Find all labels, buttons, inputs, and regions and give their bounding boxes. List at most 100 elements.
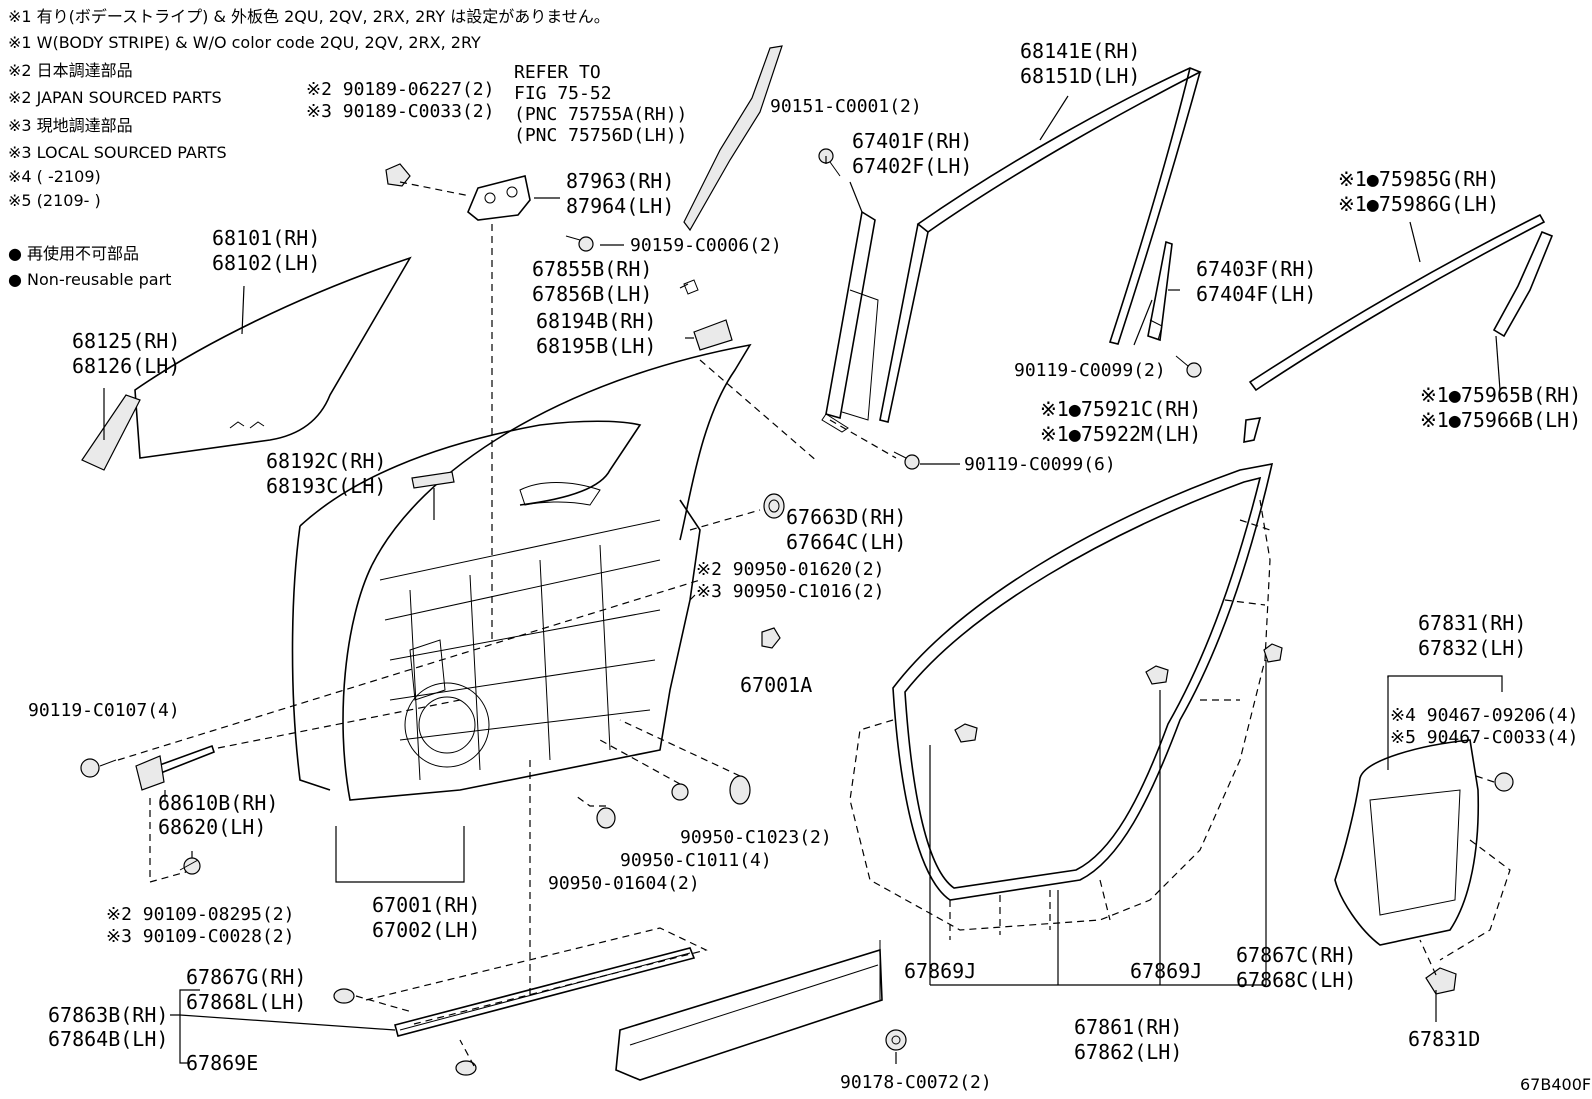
screw-90151-icon [818, 148, 841, 177]
label-90189-jp: ※2 90189-06227(2) [306, 79, 494, 100]
glass-seal-68125 [81, 394, 141, 471]
label-75985-rh: ※1●75985G(RH) [1338, 167, 1499, 191]
refer-line-1: REFER TO [514, 62, 601, 83]
clip-67831d-icon [1425, 967, 1457, 995]
note-2-en: ※2 JAPAN SOURCED PARTS [8, 88, 222, 107]
lower-moulding-67863 [365, 927, 708, 1037]
stripe-75965 [1492, 230, 1554, 338]
label-75986-lh: ※1●75986G(LH) [1338, 192, 1499, 216]
label-87963-rh: 87963(RH) [566, 169, 674, 193]
pillar-garnish [683, 45, 783, 232]
label-90178: 90178-C0072(2) [840, 1072, 992, 1093]
label-67664-lh: 67664C(LH) [786, 530, 906, 554]
label-90189-local: ※3 90189-C0033(2) [306, 101, 494, 122]
refer-line-2: FIG 75-52 [514, 83, 612, 104]
clip-90189-icon [385, 163, 411, 187]
door-glass [134, 256, 412, 459]
plug-90950-c1023-icon [729, 775, 751, 805]
label-67831d: 67831D [1408, 1027, 1480, 1051]
label-67867c-rh: 67867C(RH) [1236, 943, 1356, 967]
label-68193-lh: 68193C(LH) [266, 474, 386, 498]
legend-en: ● Non-reusable part [8, 270, 171, 289]
label-90109-jp: ※2 90109-08295(2) [106, 904, 294, 925]
clip-67855-icon [683, 279, 699, 295]
mirror-cover-87963 [467, 175, 531, 221]
label-67862-lh: 67862(LH) [1074, 1040, 1182, 1064]
label-68102-lh: 68102(LH) [212, 251, 320, 275]
label-68125-rh: 68125(RH) [72, 329, 180, 353]
label-90119-c0099-2: 90119-C0099(2) [1014, 360, 1166, 381]
bolt-90119-c0107-icon [80, 758, 117, 778]
label-90119-c0107: 90119-C0107(4) [28, 700, 180, 721]
label-67831-rh: 67831(RH) [1418, 611, 1526, 635]
label-90119-c0099-6: 90119-C0099(6) [964, 454, 1116, 475]
fasteners [80, 148, 1514, 1076]
note-5: ※5 (2109- ) [8, 191, 101, 210]
label-90950-01604: 90950-01604(2) [548, 873, 700, 894]
legend-jp: ● 再使用不可部品 [8, 244, 139, 263]
bracket-68194-icon [693, 319, 733, 351]
note-1-en: ※1 W(BODY STRIPE) & W/O color code 2QU, … [8, 33, 481, 52]
label-68141-rh: 68141E(RH) [1020, 39, 1140, 63]
clip-67869e-icon [455, 1060, 477, 1076]
label-67869j-1: 67869J [904, 959, 976, 983]
leader-lines [103, 95, 1503, 1067]
stripe-75921 [1243, 417, 1262, 443]
window-frame-68141 [879, 67, 1202, 423]
refer-block: REFER TO FIG 75-52 (PNC 75755A(RH)) (PNC… [514, 62, 687, 146]
label-67001-rh: 67001(RH) [372, 893, 480, 917]
clip-67867c-icon [1263, 643, 1283, 663]
label-68101-rh: 68101(RH) [212, 226, 320, 250]
label-68610-rh: 68610B(RH) [158, 791, 278, 815]
note-3-jp: ※3 現地調達部品 [8, 116, 133, 135]
door-trim-67831 [1334, 739, 1511, 961]
label-75966-lh: ※1●75966B(LH) [1420, 408, 1581, 432]
label-67856-lh: 67856B(LH) [532, 282, 652, 306]
note-1-jp: ※1 有り(ボデーストライプ) & 外板色 2QU, 2QV, 2RX, 2RY… [8, 7, 610, 26]
part-labels: 68101(RH) 68102(LH) 68125(RH) 68126(LH) … [28, 39, 1591, 1094]
label-67832-lh: 67832(LH) [1418, 636, 1526, 660]
label-67002-lh: 67002(LH) [372, 918, 480, 942]
label-67001a: 67001A [740, 673, 812, 697]
label-90950-c1011: 90950-C1011(4) [620, 850, 772, 871]
label-75921-rh: ※1●75921C(RH) [1040, 397, 1201, 421]
nut-90178-icon [885, 1029, 907, 1051]
label-90950-jp: ※2 90950-01620(2) [696, 559, 884, 580]
label-67869j-2: 67869J [1130, 959, 1202, 983]
rocker-moulding-67867 [615, 940, 883, 1081]
label-90950-local: ※3 90950-C1016(2) [696, 581, 884, 602]
stripe-75985 [1248, 213, 1546, 392]
label-75965-rh: ※1●75965B(RH) [1420, 383, 1581, 407]
clip-67869j-1-icon [954, 723, 978, 743]
note-2-jp: ※2 日本調達部品 [8, 61, 133, 80]
plug-90950-c1011-icon [671, 783, 689, 801]
clip-90467-icon [1494, 772, 1514, 792]
bracket-68192-icon [411, 471, 455, 489]
bolt-90159-icon [565, 235, 594, 252]
label-75922-lh: ※1●75922M(LH) [1040, 422, 1201, 446]
figure-id: 67B400F [1520, 1075, 1591, 1094]
label-67861-rh: 67861(RH) [1074, 1015, 1182, 1039]
plug-67663-icon [763, 493, 785, 519]
door-shell [291, 343, 752, 801]
clip-67869j-2-icon [1145, 665, 1169, 685]
label-67402-lh: 67402F(LH) [852, 154, 972, 178]
label-68620-lh: 68620(LH) [158, 815, 266, 839]
note-3-en: ※3 LOCAL SOURCED PARTS [8, 143, 227, 162]
bolt-90109-icon [179, 857, 201, 875]
clip-67867g-icon [333, 988, 355, 1004]
label-67863-rh: 67863B(RH) [48, 1003, 168, 1027]
label-67868l-lh: 67868L(LH) [186, 990, 306, 1014]
label-90151: 90151-C0001(2) [770, 96, 922, 117]
label-67401-rh: 67401F(RH) [852, 129, 972, 153]
label-68192-rh: 68192C(RH) [266, 449, 386, 473]
division-bar-67401 [821, 210, 879, 433]
label-67855-rh: 67855B(RH) [532, 257, 652, 281]
label-67403-rh: 67403F(RH) [1196, 257, 1316, 281]
bolt-90119-c0099-6-icon [893, 451, 920, 470]
bolt-90119-c0099-2-icon [1175, 355, 1202, 378]
weatherstrip-67861 [849, 462, 1274, 940]
label-68195-lh: 68195B(LH) [536, 334, 656, 358]
label-87964-lh: 87964(LH) [566, 194, 674, 218]
